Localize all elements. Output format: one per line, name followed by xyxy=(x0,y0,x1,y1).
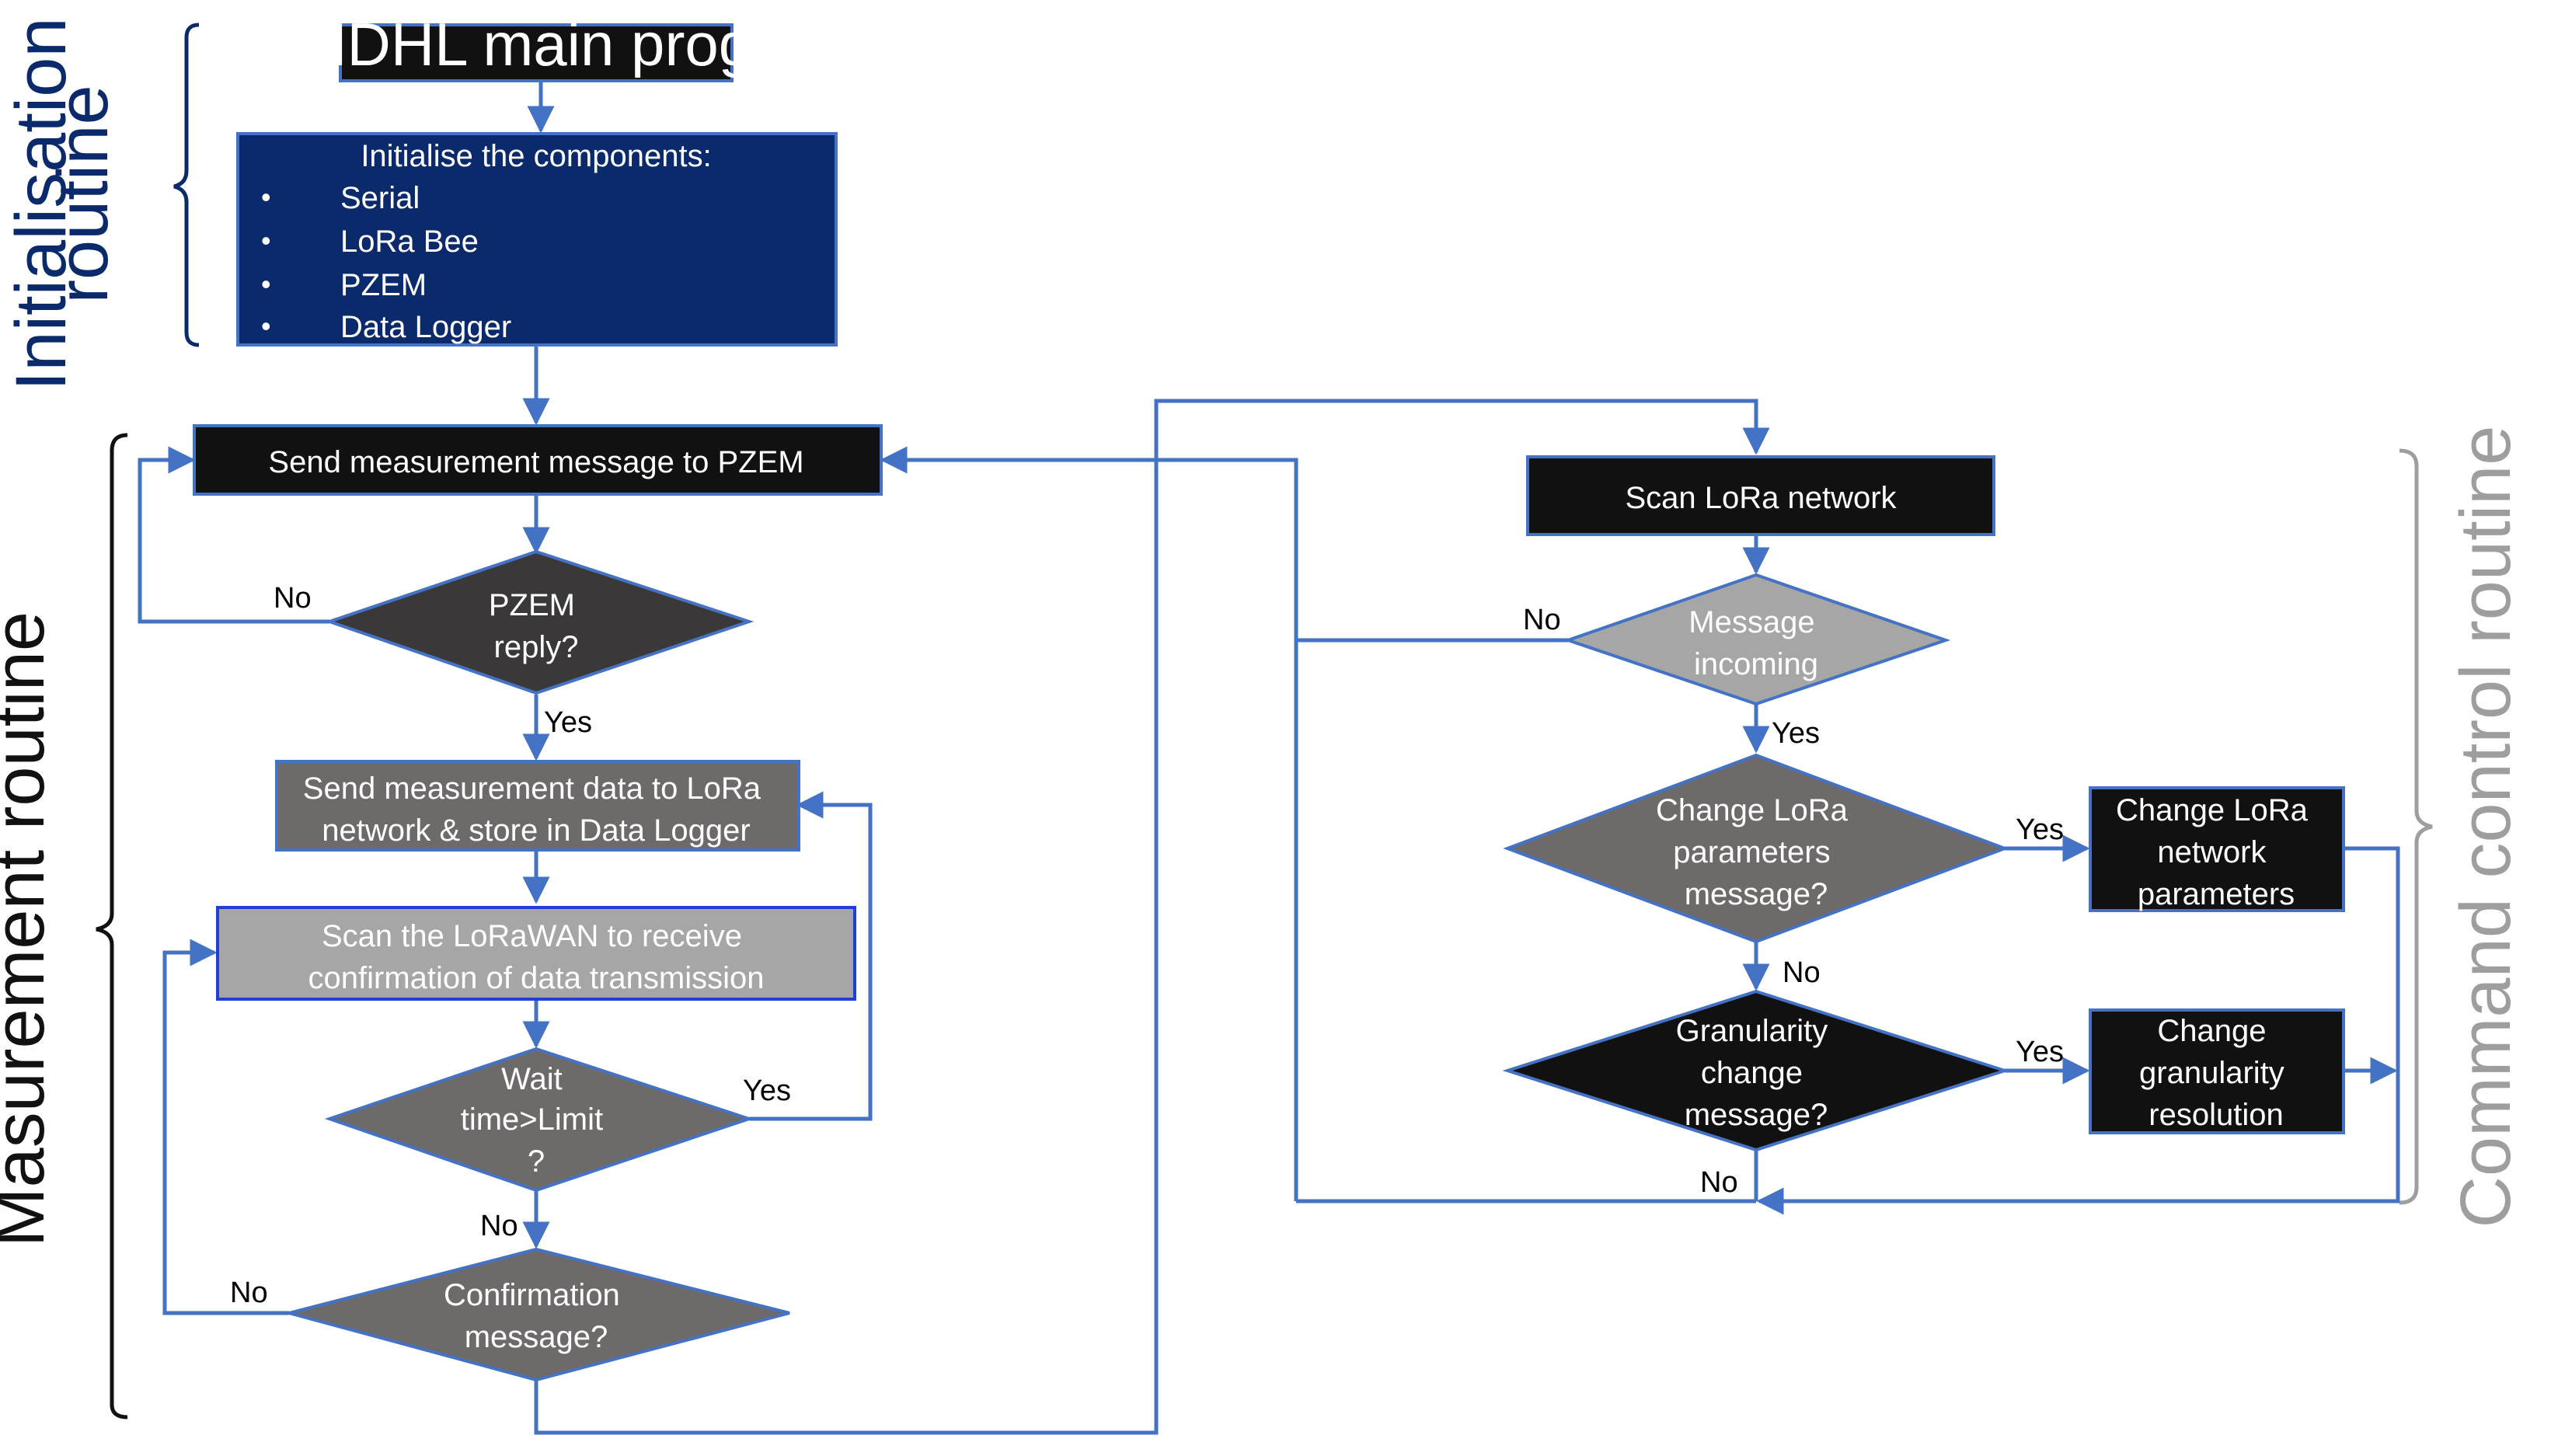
connectors xyxy=(138,78,2400,1435)
init-routine-label: Initialisation routine xyxy=(2,0,123,391)
incoming-yes-label: Yes xyxy=(1772,717,1820,750)
granularity-q-text: Granularity change message? xyxy=(1676,1014,1837,1132)
wait-yes-label: Yes xyxy=(743,1075,791,1107)
send-pzem-text: Send measurement message to PZEM xyxy=(268,445,803,479)
confirmation-diamond: Confirmation message? xyxy=(283,1247,790,1382)
scan-lorawan-text: Scan the LoRaWAN to receive confirmation… xyxy=(308,919,765,995)
init-item-data-logger: Data Logger xyxy=(340,310,511,344)
pzem-no-label: No xyxy=(274,582,312,615)
measurement-routine-label: Masurement routine xyxy=(0,611,59,1247)
scan-lorawan-box: Scan the LoRaWAN to receive confirmation… xyxy=(216,906,856,1001)
confirmation-text: Confirmation message? xyxy=(444,1278,629,1354)
init-item-lora-bee: LoRa Bee xyxy=(340,225,479,259)
bullet: • xyxy=(261,310,271,342)
bullet: • xyxy=(261,268,271,300)
message-incoming-text: Message incoming xyxy=(1688,605,1823,681)
init-item-serial: Serial xyxy=(340,181,420,215)
main-program-text: EVMDHL main program xyxy=(215,10,856,78)
granularity-box: Change granularity resolution xyxy=(2089,1008,2345,1134)
send-pzem-box: Send measurement message to PZEM xyxy=(193,424,883,496)
change-params-box: Change LoRa network parameters xyxy=(2089,786,2345,912)
gran-yes-label: Yes xyxy=(2016,1036,2064,1068)
change-params-diamond: Change LoRa parameters message? xyxy=(1503,753,2009,944)
wait-time-diamond: Wait time>Limit ? xyxy=(324,1047,755,1193)
message-incoming-diamond: Message incoming xyxy=(1563,573,1951,706)
change-params-text: Change LoRa network parameters xyxy=(2116,793,2316,911)
init-routine-bracket xyxy=(173,23,200,347)
scan-lora-box: Scan LoRa network xyxy=(1526,455,1995,536)
bullet: • xyxy=(261,181,271,213)
scan-lora-text: Scan LoRa network xyxy=(1625,481,1897,515)
pzem-reply-diamond: PZEM reply? xyxy=(324,549,755,695)
pzem-yes-label: Yes xyxy=(544,706,592,739)
wait-no-label: No xyxy=(480,1210,518,1242)
granularity-text: Change granularity resolution xyxy=(2139,1014,2293,1132)
measurement-routine-bracket xyxy=(96,433,128,1419)
init-components-box: Initialise the components: • Serial • Lo… xyxy=(236,132,838,347)
confirm-no-label: No xyxy=(230,1277,268,1309)
init-heading: Initialise the components: xyxy=(361,139,711,173)
wait-time-text: Wait time>Limit ? xyxy=(461,1062,612,1179)
send-data-box: Send measurement data to LoRa network & … xyxy=(275,760,800,852)
bullet: • xyxy=(261,225,271,256)
command-routine-bracket xyxy=(2399,448,2433,1205)
command-routine-label: Command control routine xyxy=(2446,426,2525,1228)
edge-labels: No Yes Yes No No No Yes Yes No Yes No xyxy=(230,582,2064,1309)
incoming-no-label: No xyxy=(1523,604,1561,636)
params-no-label: No xyxy=(1783,956,1821,989)
send-data-text: Send measurement data to LoRa network & … xyxy=(303,772,769,848)
change-params-q-text: Change LoRa parameters message? xyxy=(1656,793,1856,911)
pzem-reply-text: PZEM reply? xyxy=(489,588,584,664)
main-program-box: EVMDHL main program xyxy=(215,10,857,82)
init-item-pzem: PZEM xyxy=(340,268,427,302)
granularity-diamond: Granularity change message? xyxy=(1502,989,2010,1152)
params-yes-label: Yes xyxy=(2016,813,2064,846)
gran-no-label: No xyxy=(1700,1166,1738,1199)
